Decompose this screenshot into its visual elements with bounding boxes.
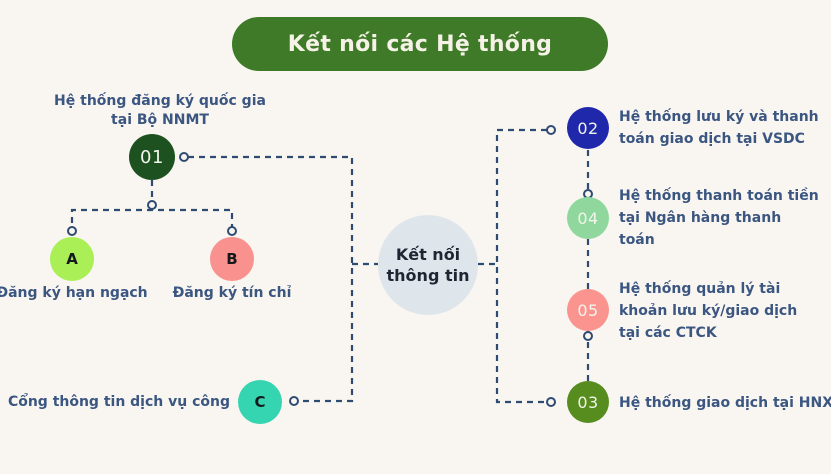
label-quota-registration: Đăng ký hạn ngạch	[0, 285, 148, 301]
node-b: B	[210, 237, 254, 281]
label-public-service-portal: Cổng thông tin dịch vụ công	[7, 394, 230, 410]
node-05: 05	[567, 289, 609, 331]
ring-connector	[289, 396, 299, 406]
label-line: Hệ thống đăng ký quốc gia	[54, 93, 266, 109]
node-b-letter: B	[226, 250, 238, 268]
node-01-number: 01	[140, 146, 164, 168]
node-a-letter: A	[66, 250, 78, 268]
node-c: C	[238, 380, 282, 424]
hub-line: Kết nối	[395, 245, 461, 264]
label-hnx-trading-system: Hệ thống giao dịch tại HNX	[619, 395, 831, 411]
connector-ab-branch	[70, 208, 234, 234]
node-c-letter: C	[254, 393, 266, 411]
node-01: 01	[129, 134, 175, 180]
title-banner: Kết nối các Hệ thống	[232, 17, 608, 71]
connector-01-to-c-loop	[188, 155, 354, 403]
node-04: 04	[567, 197, 609, 239]
ring-connector	[179, 152, 189, 162]
ring-connector	[67, 226, 77, 236]
hub-line: thông tin	[386, 266, 470, 285]
label-vsdc-system: Hệ thống lưu ký và thanh toán giao dịch …	[619, 109, 819, 147]
node-05-number: 05	[577, 300, 599, 320]
label-national-registry: Hệ thống đăng ký quốc gia tại Bộ NNMT	[54, 92, 266, 130]
ring-connector	[147, 200, 157, 210]
connector-right-loop	[495, 128, 547, 404]
ring-connector	[583, 331, 593, 341]
hub-information-connection: Kết nối thông tin	[378, 215, 478, 315]
label-line: tại Bộ NNMT	[111, 112, 209, 128]
ring-connector	[546, 397, 556, 407]
node-03-number: 03	[577, 392, 599, 412]
ring-connector	[227, 226, 237, 236]
label-settlement-bank-system: Hệ thống thanh toán tiền tại Ngân hàng t…	[619, 188, 819, 248]
title-text: Kết nối các Hệ thống	[287, 31, 553, 57]
label-credit-registration: Đăng ký tín chỉ	[172, 285, 292, 301]
node-04-number: 04	[577, 208, 599, 228]
node-02: 02	[567, 107, 609, 149]
node-02-number: 02	[577, 118, 599, 138]
ring-connector	[546, 125, 556, 135]
node-a: A	[50, 237, 94, 281]
label-ctck-account-system: Hệ thống quản lý tài khoản lưu ký/giao d…	[619, 281, 798, 341]
node-03: 03	[567, 381, 609, 423]
